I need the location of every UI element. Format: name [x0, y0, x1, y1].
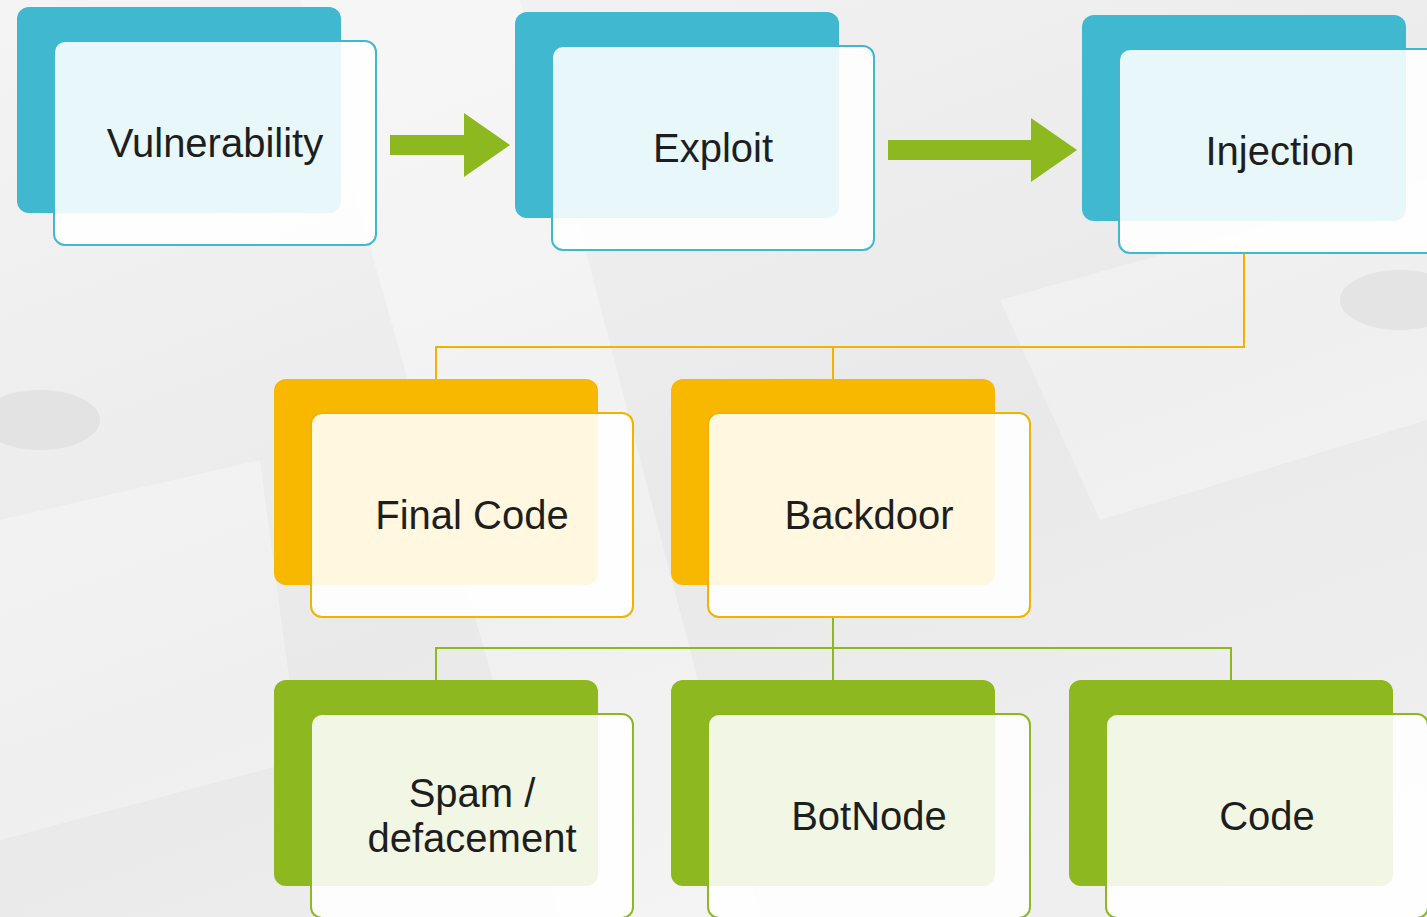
arrow-shaft [390, 135, 466, 155]
box-label: Injection [1206, 129, 1355, 174]
connector [833, 618, 1231, 680]
background-shape [0, 390, 100, 450]
process-box: Exploit [551, 45, 875, 251]
box-label: Final Code [375, 493, 568, 538]
box-label: Backdoor [785, 493, 954, 538]
process-box: Final Code [310, 412, 634, 618]
box-label: BotNode [791, 794, 947, 839]
process-box: Injection [1118, 48, 1427, 254]
process-box: Vulnerability [53, 40, 377, 246]
tree-line [833, 618, 1231, 680]
connector [833, 254, 1244, 379]
process-box: Spam / defacement [310, 713, 634, 917]
background-shape [1340, 270, 1427, 330]
connector [436, 254, 1244, 379]
background-shape [0, 460, 300, 840]
arrow-shaft [888, 140, 1033, 160]
box-label: Spam / defacement [326, 771, 618, 861]
box-label: Vulnerability [107, 121, 323, 166]
connector [390, 113, 510, 177]
box-label: Exploit [653, 126, 773, 171]
tree-line [833, 254, 1244, 379]
box-label: Code [1219, 794, 1315, 839]
arrow-head [464, 113, 510, 177]
connector [436, 618, 833, 680]
tree-line [436, 254, 1244, 379]
arrow-head [1031, 118, 1077, 182]
tree-line [436, 618, 833, 680]
process-box: BotNode [707, 713, 1031, 917]
process-box: Code [1105, 713, 1427, 917]
connector [888, 118, 1077, 182]
process-box: Backdoor [707, 412, 1031, 618]
